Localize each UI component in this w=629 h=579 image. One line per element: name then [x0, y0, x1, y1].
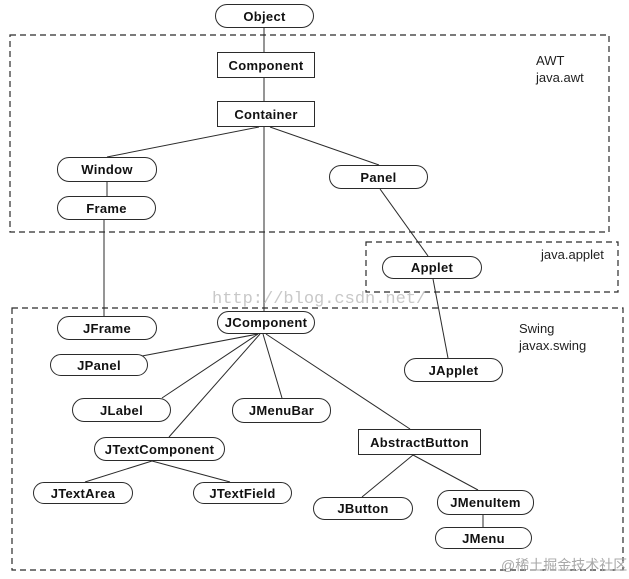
java-applet-region-package: java.applet: [541, 247, 604, 262]
java-applet-region-box: [365, 241, 619, 293]
node-abstractbutton: AbstractButton: [358, 429, 481, 455]
node-jframe: JFrame: [57, 316, 157, 340]
node-jbutton: JButton: [313, 497, 413, 520]
node-window: Window: [57, 157, 157, 182]
edge-jtextcomponent-jtextfield: [151, 460, 231, 483]
awt-region-box: [9, 34, 610, 233]
node-jtextcomponent: JTextComponent: [94, 437, 225, 461]
edge-jtextcomponent-jtextarea: [84, 460, 153, 483]
node-japplet: JApplet: [404, 358, 503, 382]
edge-abstractbutton-jmenuitem: [412, 454, 479, 491]
node-jmenubar: JMenuBar: [232, 398, 331, 423]
node-jtextarea: JTextArea: [33, 482, 133, 504]
edge-jcomponent-jtextcomponent: [168, 333, 261, 438]
edge-jcomponent-jlabel: [161, 333, 259, 399]
awt-region-name: AWT: [536, 53, 565, 68]
node-jlabel: JLabel: [72, 398, 171, 422]
edge-jcomponent-jpanel: [141, 333, 259, 357]
swing-region-package: javax.swing: [519, 338, 587, 353]
awt-region-label: AWT java.awt: [536, 52, 584, 86]
node-container: Container: [217, 101, 315, 127]
node-jmenu: JMenu: [435, 527, 532, 549]
node-jcomponent: JComponent: [217, 311, 315, 334]
edge-panel-applet: [379, 188, 429, 257]
swing-region-box: [11, 307, 624, 571]
node-jpanel: JPanel: [50, 354, 148, 376]
node-panel: Panel: [329, 165, 428, 189]
node-jmenuitem: JMenuItem: [437, 490, 534, 515]
node-frame: Frame: [57, 196, 156, 220]
swing-region-label: Swing javax.swing: [519, 320, 586, 354]
java-applet-region-label: java.applet: [541, 246, 604, 263]
node-jtextfield: JTextField: [193, 482, 292, 504]
node-object: Object: [215, 4, 314, 28]
swing-region-name: Swing: [519, 321, 555, 336]
node-component: Component: [217, 52, 315, 78]
awt-region-package: java.awt: [536, 70, 584, 85]
csdn-watermark: http://blog.csdn.net/: [212, 290, 427, 309]
edge-abstractbutton-jbutton: [361, 454, 414, 498]
edge-container-panel: [269, 126, 380, 166]
edge-container-window: [106, 126, 260, 158]
edge-jcomponent-abstractbutton: [265, 333, 411, 430]
node-applet: Applet: [382, 256, 482, 279]
juejin-watermark: @稀土掘金技术社区: [501, 557, 628, 573]
edge-jcomponent-jmenubar: [262, 333, 283, 399]
edge-applet-japplet: [432, 278, 449, 359]
